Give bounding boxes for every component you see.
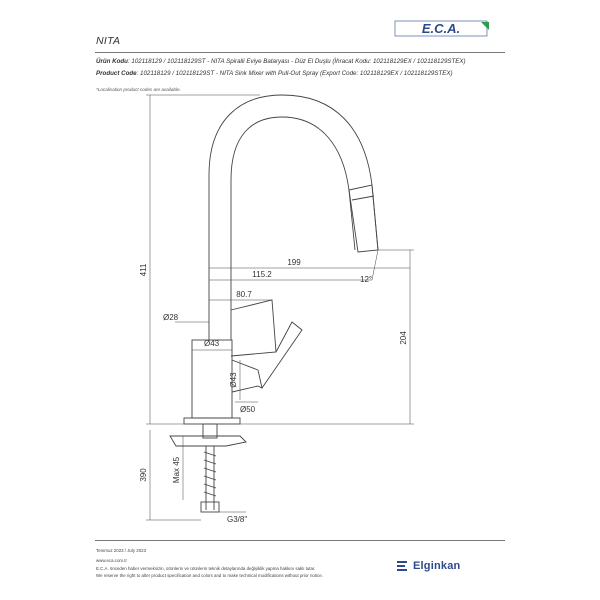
product-code-value: : 102118129 / 102118129ST - NITA Sink Mi… [136,70,453,77]
product-code-line: Product Code: 102118129 / 102118129ST - … [96,70,453,77]
counter-plate [169,435,247,447]
spout-outer [208,94,379,340]
body-detail-b [231,385,259,393]
dim-d50-label: Ø50 [240,405,256,414]
spray-head-line [351,195,375,201]
spout-inner [230,116,356,340]
dim-angle-line [371,249,379,281]
urun-kodu-line: Ürün Kodu: 102118129 / 10211812​9ST - NI… [96,58,466,65]
dim-204-label: 204 [399,331,408,345]
hose-braid [203,451,217,497]
dim-115-label: 115.2 [252,270,272,279]
body-detail-c [257,369,263,389]
footer-tr-note: E.C.A. önceden haber vermeksizin, ürünle… [96,566,316,571]
dim-390-label: 390 [139,468,148,482]
dim-d28-label: Ø28 [163,313,179,322]
spray-head [348,184,379,253]
product-title: NITA [96,35,121,47]
dim-d43a-label: Ø43 [204,339,220,348]
hose-nut [200,501,220,513]
footer-divider [95,540,505,541]
header-divider [95,52,505,53]
svg-text:E.C.A.: E.C.A. [422,21,460,36]
dim-angle-label: 12° [360,275,372,284]
base-flange [183,417,241,425]
localisation-note: *Localisation product codes are availabl… [96,87,181,92]
handle-lever [261,321,303,389]
product-code-label: Product Code [96,70,137,77]
elginkan-wordmark: Elginkan [413,560,461,572]
dim-d43b-label: Ø43 [229,372,238,388]
body-detail-a [231,359,259,371]
elginkan-logo: Elginkan [397,558,460,574]
faucet-body [191,339,233,419]
mounting-stud [202,423,218,439]
elginkan-mark-icon [397,561,407,571]
footer-en-note: We reserve the right to alter product sp… [96,573,323,578]
dimension-lines [146,94,414,521]
handle-body [230,299,277,357]
eca-logo-graphic: E.C.A. [393,18,493,40]
dim-max45-label: Max 45 [172,456,181,483]
dim-199-label: 199 [287,258,301,267]
urun-kodu-value: : 102118129 / 10211812​9ST - NITA Spiral… [127,58,466,65]
footer-date: Temmuz 2023 / July 2023 [96,548,147,553]
faucet-outline [169,94,379,513]
dim-80-label: 80.7 [236,290,252,299]
dim-g38-label: G3/8" [227,515,247,524]
footer-web: www.eca.com.tr [96,558,127,563]
eca-logo: E.C.A. [393,18,493,40]
urun-kodu-label: Ürün Kodu [96,58,128,65]
dim-411-label: 411 [139,263,148,276]
